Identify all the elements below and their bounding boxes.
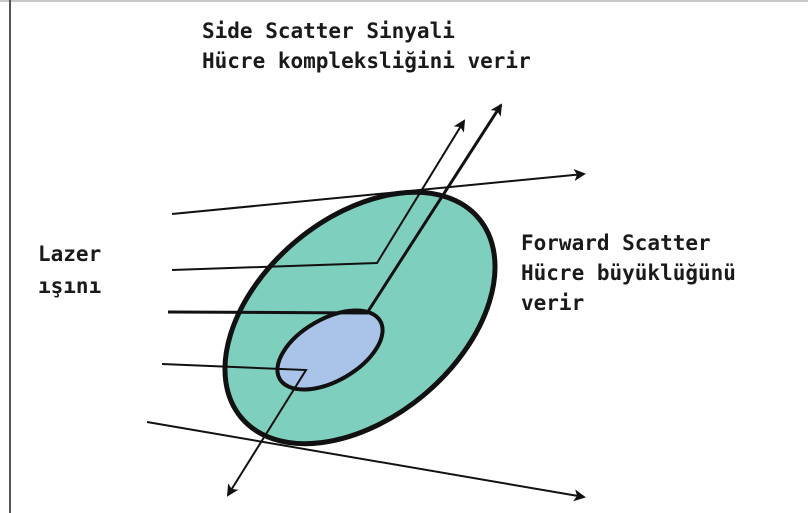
forward-scatter-title: Forward Scatter xyxy=(521,231,711,255)
side-scatter-ray-1-arrow xyxy=(171,119,466,271)
side-scatter-title: Side Scatter Sinyali xyxy=(202,19,455,43)
laser-ray-top-arrow xyxy=(171,168,586,215)
image-top-border xyxy=(0,0,808,2)
image-left-border xyxy=(9,0,11,513)
side-scatter-label: Side Scatter Sinyali Hücre kompleksliğin… xyxy=(202,16,531,76)
laser-label-line2: ışını xyxy=(38,274,102,298)
laser-ray-bottom-arrow xyxy=(146,421,586,502)
nucleus-scatter-ray-arrow xyxy=(161,363,308,497)
forward-scatter-description-line1: Hücre büyüklüğünü xyxy=(521,261,736,285)
forward-scatter-label: Forward Scatter Hücre büyüklüğünü verir xyxy=(521,228,736,318)
forward-scatter-description-line2: verir xyxy=(521,291,585,315)
laser-label-line1: Lazer xyxy=(38,242,102,266)
laser-label: Lazer ışını xyxy=(38,238,101,302)
side-scatter-ray-2-arrow xyxy=(167,103,503,315)
side-scatter-description: Hücre kompleksliğini verir xyxy=(202,49,531,73)
